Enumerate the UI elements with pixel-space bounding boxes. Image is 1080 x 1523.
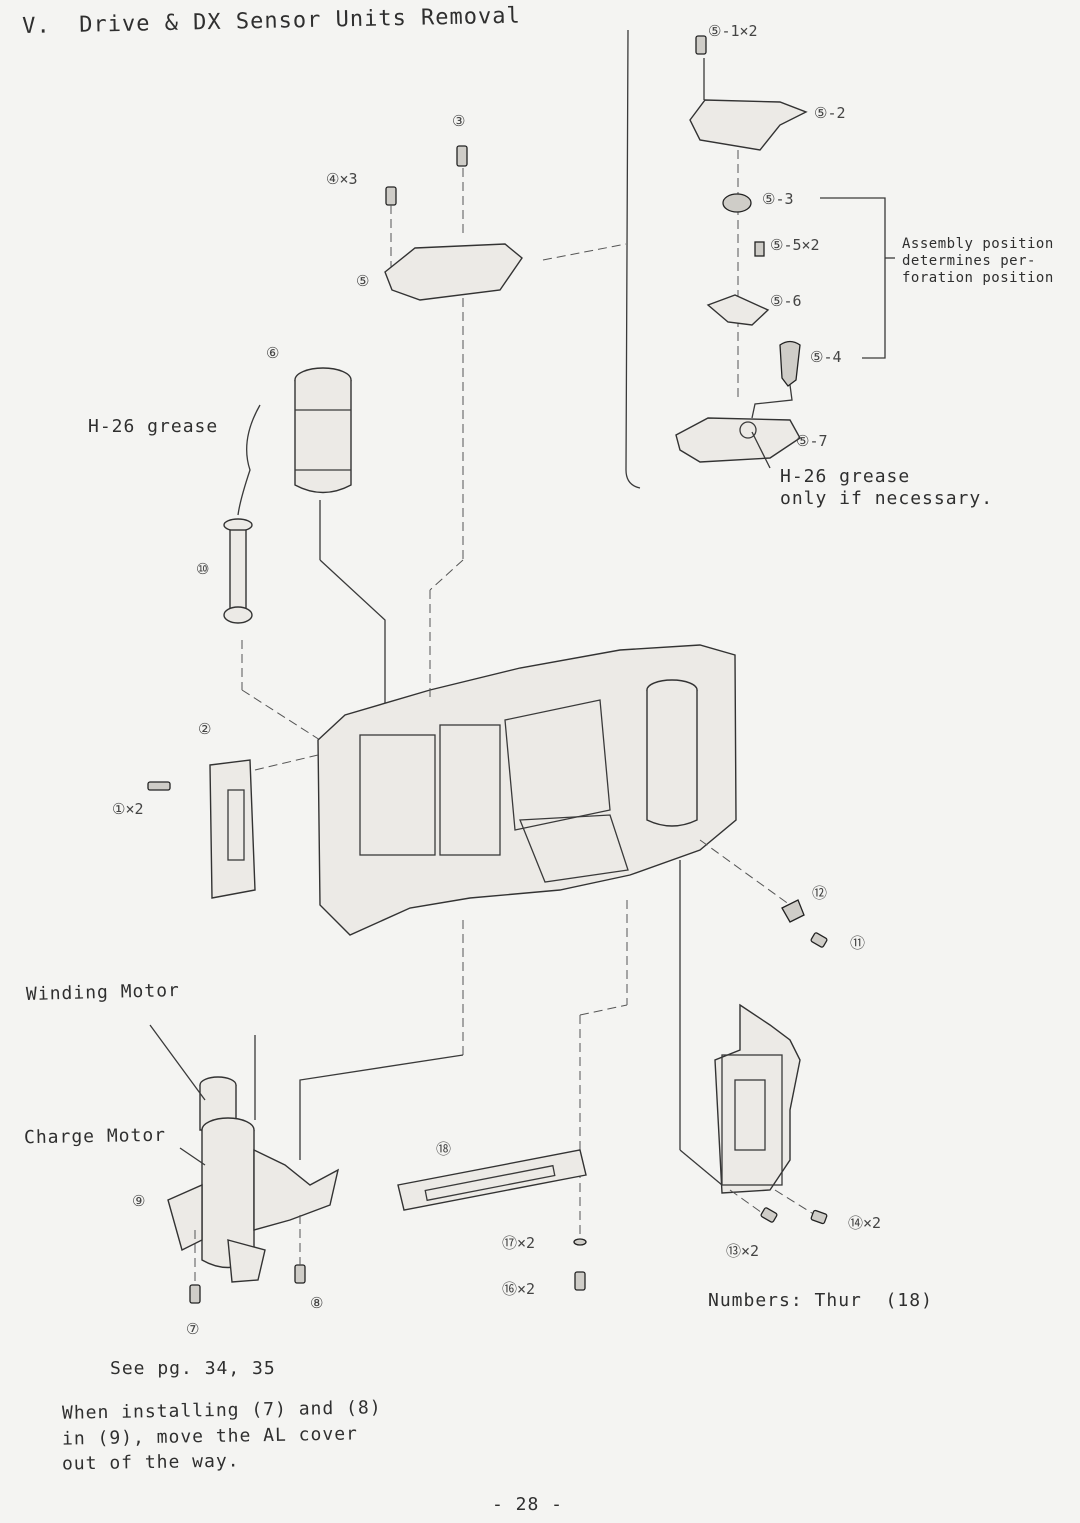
callout-3: ③ [452, 112, 466, 130]
callout-12: ⑫ [812, 884, 828, 902]
install-note-line3: out of the way. [61, 1450, 240, 1475]
panel-divider [625, 29, 641, 489]
callout-10: ⑩ [196, 560, 210, 578]
callout-18: ⑱ [436, 1140, 452, 1158]
assembly-note-line1: Assembly position [902, 236, 1054, 252]
callout-9: ⑨ [132, 1192, 146, 1210]
callout-4: ④×3 [326, 170, 358, 188]
callout-5-5: ⑤-5×2 [770, 236, 820, 254]
callout-16: ⑯×2 [502, 1280, 536, 1298]
callout-5-7: ⑤-7 [796, 432, 828, 450]
winding-motor-label: Winding Motor [25, 979, 181, 1006]
dx-contact-18 [397, 1149, 587, 1291]
motor-assembly-9 [149, 1024, 340, 1304]
screws-11-12 [781, 899, 828, 948]
dx-sensor-unit [714, 1003, 828, 1225]
callout-2: ② [198, 720, 212, 738]
assembly-note-line3: foration position [902, 270, 1054, 286]
camera-chassis [317, 559, 791, 936]
callout-13: ⑬×2 [726, 1242, 760, 1260]
callout-5-1: ⑤-1×2 [708, 22, 758, 40]
callout-8: ⑧ [310, 1294, 324, 1312]
drive-unit-5 [384, 145, 523, 560]
callout-1: ①×2 [112, 800, 144, 818]
charge-motor-label: Charge Motor [23, 1124, 167, 1149]
callout-5-2: ⑤-2 [814, 104, 846, 122]
callout-17: ⑰×2 [502, 1234, 536, 1252]
shaft-10 [223, 518, 321, 741]
page-number: - 28 - [492, 1494, 564, 1515]
grease-note-line2: only if necessary. [780, 488, 994, 509]
callout-11: ⑪ [850, 934, 866, 952]
install-note-line2: in (9), move the AL cover [61, 1423, 359, 1450]
callout-5-3: ⑤-3 [762, 190, 794, 208]
callout-5-4: ⑤-4 [810, 348, 842, 366]
see-page-reference: See pg. 34, 35 [110, 1358, 276, 1379]
callout-7: ⑦ [186, 1320, 200, 1338]
callout-5: ⑤ [356, 272, 370, 290]
grease-label: H-26 grease [88, 416, 219, 437]
numbers-thru-label: Numbers: Thur (18) [708, 1290, 933, 1311]
callout-6: ⑥ [266, 344, 280, 362]
spool-6 [237, 367, 386, 740]
grease-note-line1: H-26 grease [780, 466, 911, 487]
assembly-note-line2: determines per- [902, 253, 1036, 269]
callout-14: ⑭×2 [848, 1214, 882, 1232]
callout-5-6: ⑤-6 [770, 292, 802, 310]
dx-sensor-cover-2 [147, 754, 319, 899]
drive-unit-subparts [542, 35, 895, 469]
